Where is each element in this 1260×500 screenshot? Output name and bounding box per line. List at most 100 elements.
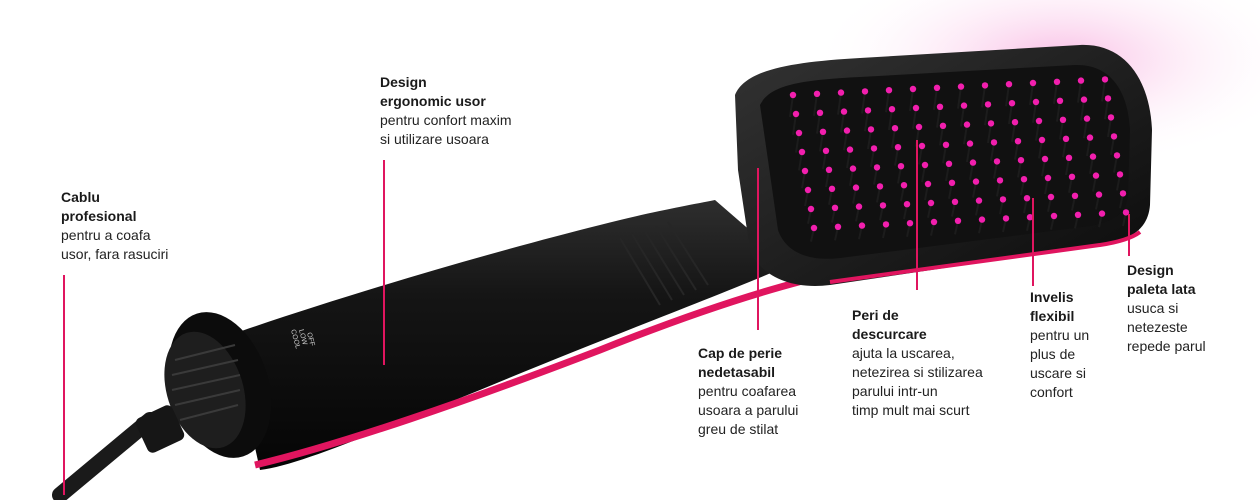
callout-coating-desc-1: pentru un	[1030, 327, 1090, 343]
bristle-tip	[798, 148, 806, 156]
bristle-tip	[954, 217, 962, 224]
leader-line-bristles	[916, 140, 918, 290]
bristle-pin	[1059, 119, 1064, 140]
end-cap	[135, 312, 272, 458]
bristle-tip	[990, 139, 998, 146]
bristle-tip	[879, 202, 887, 209]
bristle-tip	[819, 128, 827, 135]
bristle-tip	[1059, 116, 1067, 124]
callout-coating-title-2: flexibil	[1030, 308, 1075, 324]
bristle-pin	[891, 128, 896, 148]
bristle-tip	[882, 221, 890, 228]
bristle-tip	[987, 120, 995, 127]
bristle-tip	[978, 216, 986, 223]
bristle-tip	[837, 89, 845, 96]
bristle-tip	[852, 184, 860, 191]
bristle-tip	[1071, 192, 1079, 199]
bristle-tip	[1074, 211, 1082, 218]
callout-bristles: Peri de descurcare ajuta la uscarea, net…	[852, 306, 983, 420]
bristle-pin	[963, 124, 968, 145]
bristle-tip	[1101, 76, 1109, 83]
bristle-tip	[951, 198, 959, 205]
bristle-tip	[834, 223, 842, 230]
callout-ergonomic-title-2: ergonomic usor	[380, 93, 486, 109]
bristle-tip	[918, 142, 926, 150]
callout-head-desc-3: greu de stilat	[698, 421, 779, 437]
bristle-pin	[933, 87, 938, 110]
bristle-pin	[885, 90, 890, 113]
callout-coating-desc-2: plus de	[1030, 346, 1076, 362]
power-cable	[52, 412, 158, 500]
bristle-tip	[804, 186, 812, 194]
callout-bristles-desc-2: netezirea si stilizarea	[852, 364, 983, 380]
bristle-pin	[861, 91, 866, 114]
bristle-tip	[849, 165, 857, 172]
bristle-tip	[1116, 171, 1124, 178]
switch-label-cool: COOL	[289, 329, 301, 350]
bristle-tip	[873, 164, 881, 171]
callout-head: Cap de perie nedetasabil pentru coafarea…	[698, 344, 798, 439]
bristle-pin	[1101, 79, 1106, 102]
bristle-tip	[915, 123, 923, 131]
callout-cable-desc-2: usor, fara rasuciri	[61, 246, 169, 262]
bristle-tip	[942, 141, 950, 148]
bristle-tip	[927, 199, 935, 207]
bristle-tip	[936, 103, 944, 111]
bristle-tip	[1122, 209, 1130, 216]
bristle-tip	[828, 185, 836, 192]
callout-ergonomic-desc-1: pentru confort maxim	[380, 112, 512, 128]
bristle-tip	[1044, 174, 1052, 182]
callout-cable-desc-1: pentru a coafa	[61, 227, 151, 243]
bristle-tip	[816, 109, 824, 117]
bristle-tip	[1062, 135, 1070, 142]
bristle-tip	[831, 204, 839, 211]
bristle-tip	[855, 203, 863, 210]
leader-line-coating	[1032, 198, 1034, 286]
bristle-tip	[957, 83, 965, 90]
callout-paddle-title-2: paleta lata	[1127, 281, 1196, 297]
callout-head-title-2: nedetasabil	[698, 364, 776, 380]
callout-cable-title-2: profesional	[61, 208, 137, 224]
bristle-pin	[1011, 122, 1016, 142]
bristle-pin	[987, 123, 992, 144]
bristle-pin	[936, 106, 941, 128]
bristle-tip	[945, 160, 953, 167]
bristle-pin	[909, 88, 914, 112]
callout-ergonomic-desc-2: si utilizare usoara	[380, 131, 489, 147]
bristle-tip	[864, 107, 872, 114]
bristle-tip	[975, 197, 983, 204]
bristle-tip	[1038, 136, 1046, 144]
bristle-tip	[1035, 117, 1043, 125]
bristle-pin	[867, 129, 872, 150]
switch-label-low: LOW	[297, 329, 308, 347]
bristle-tip	[1029, 79, 1037, 87]
bristle-tip	[1008, 100, 1016, 107]
callout-head-desc-1: pentru coafarea	[698, 383, 797, 399]
bristle-tip	[1050, 212, 1058, 220]
bristle-pin	[939, 125, 944, 146]
bristle-pin	[1104, 98, 1109, 120]
bristle-tip	[867, 126, 875, 133]
bristle-pin	[957, 86, 962, 109]
bristle-tip	[1047, 193, 1055, 201]
callout-paddle: Design paleta lata usuca si netezeste re…	[1127, 261, 1206, 356]
leader-line-paddle	[1128, 214, 1130, 256]
bristle-tip	[870, 145, 878, 152]
bristle-pin	[840, 111, 845, 133]
bristle-tip	[846, 146, 854, 153]
bristle-pin	[1032, 101, 1037, 123]
bristle-pin	[1077, 80, 1082, 103]
bristle-tip	[807, 205, 815, 213]
bristle-tip	[960, 102, 968, 109]
bristle-tip	[981, 82, 989, 89]
callout-cable: Cablu profesional pentru a coafa usor, f…	[61, 188, 168, 264]
bristle-pin	[960, 105, 965, 127]
bristle-tip	[912, 104, 920, 112]
bristle-tip	[921, 161, 929, 169]
bristle-tip	[1017, 157, 1025, 164]
bristle-pin	[795, 132, 800, 153]
bristle-tip	[924, 180, 932, 188]
callout-bristles-title-1: Peri de	[852, 307, 899, 323]
bristle-tip	[813, 90, 821, 98]
